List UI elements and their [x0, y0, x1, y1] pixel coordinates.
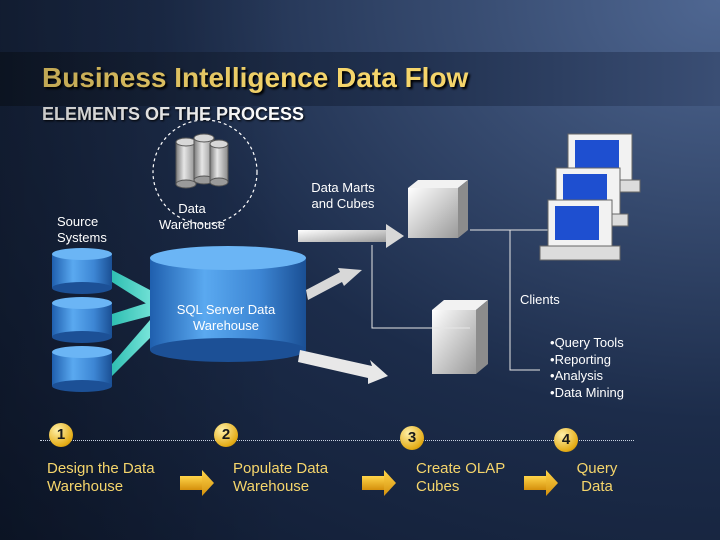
step-arrow-1 — [180, 470, 214, 496]
step-3-number: 3 — [400, 426, 424, 450]
source-cylinder-1 — [52, 248, 112, 294]
label-sql-server: SQL Server Data Warehouse — [176, 302, 276, 333]
warehouse-servers-icon — [175, 133, 229, 189]
label-data-warehouse: Data Warehouse — [159, 201, 225, 232]
client-item: Data Mining — [550, 385, 624, 402]
label-source-systems: Source Systems — [57, 214, 119, 246]
steps-divider — [40, 440, 634, 441]
slide-subtitle: ELEMENTS OF THE PROCESS — [42, 104, 305, 124]
step-1-number: 1 — [49, 423, 73, 447]
arrow-to-olap-cube — [298, 350, 388, 384]
client-computer-3 — [539, 199, 621, 261]
step-arrow-3 — [524, 470, 558, 496]
step-4-label: Query Data — [576, 460, 618, 495]
client-item: Analysis — [550, 368, 624, 385]
step-arrow-2 — [362, 470, 396, 496]
step-2-number: 2 — [214, 423, 238, 447]
arrow-warehouse-to-cube — [306, 268, 362, 300]
source-cylinder-2 — [52, 297, 112, 343]
step-2-label: Populate Data Warehouse — [233, 460, 329, 495]
client-item: Query Tools — [550, 335, 624, 352]
source-cylinder-3 — [52, 346, 112, 392]
warehouse-highlight-circle — [152, 119, 258, 225]
slide-title: Business Intelligence Data Flow — [42, 62, 469, 93]
client-activities-list: Query Tools Reporting Analysis Data Mini… — [550, 335, 624, 401]
label-source-systems-text: Source Systems — [57, 214, 107, 245]
data-marts-cube — [408, 180, 468, 238]
step-3-label: Create OLAP Cubes — [416, 460, 505, 495]
arrow-to-data-marts — [298, 224, 404, 248]
step-1-label: Design the Data Warehouse — [47, 460, 155, 495]
client-item: Reporting — [550, 352, 624, 369]
label-clients: Clients — [520, 292, 560, 307]
sql-server-warehouse-cylinder — [150, 246, 306, 362]
step-4-number: 4 — [554, 428, 578, 452]
label-data-marts: Data Marts and Cubes — [311, 180, 375, 211]
title-band — [0, 52, 720, 106]
olap-cube — [432, 300, 488, 374]
